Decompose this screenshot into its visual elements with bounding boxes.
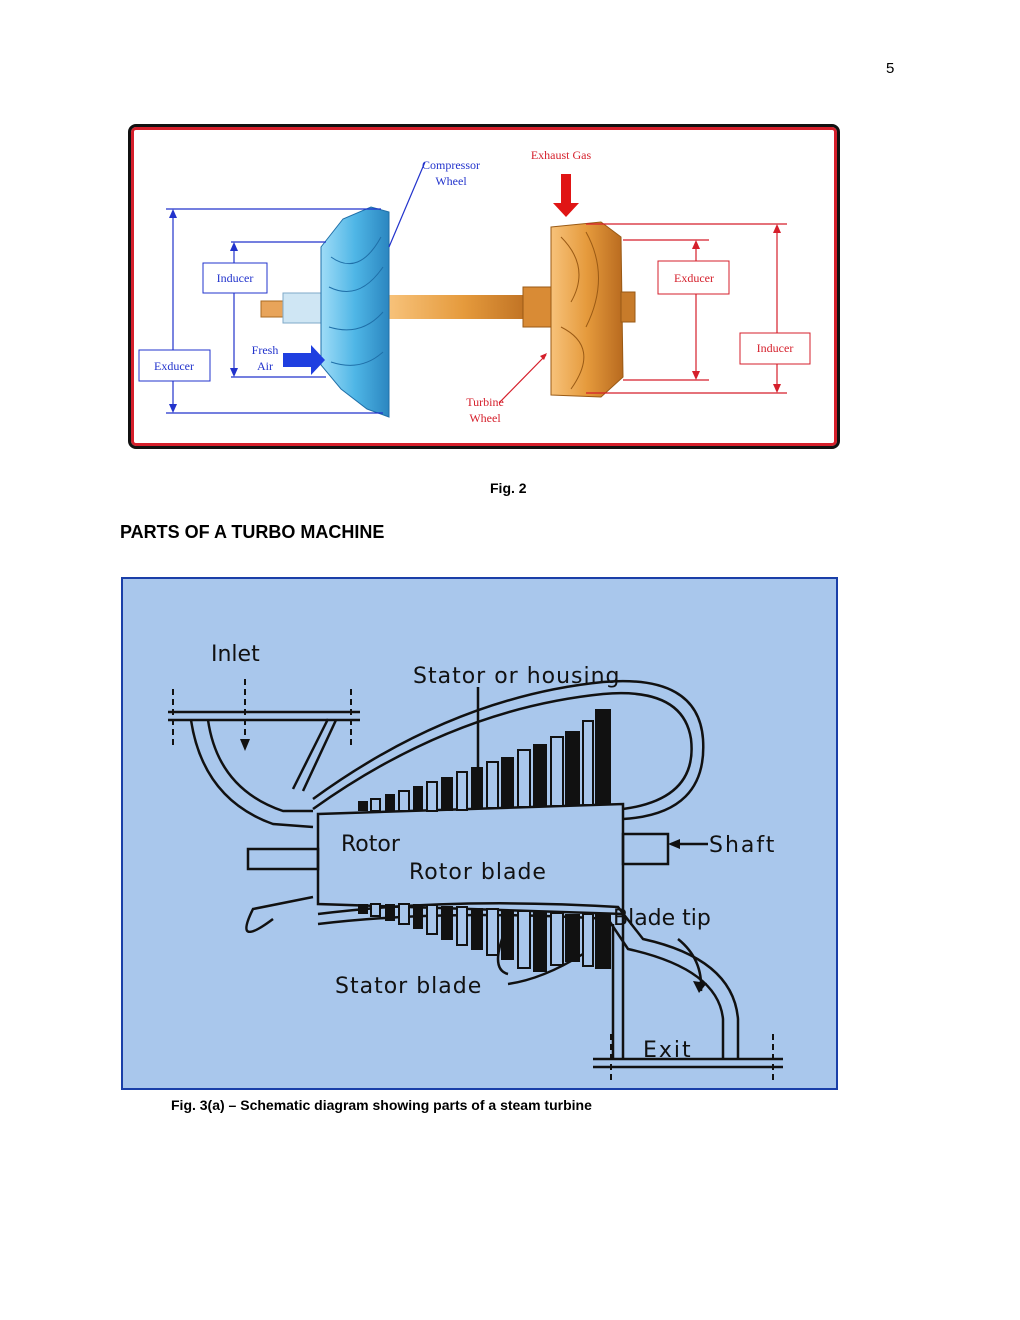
inlet-label: Inlet xyxy=(211,642,260,667)
exducer-right-arrow-bottom xyxy=(692,371,700,380)
stator-housing-label: Stator or housing xyxy=(413,664,621,689)
page-number: 5 xyxy=(886,60,895,77)
shaft-label: Shaft xyxy=(709,833,776,858)
compressor-wheel xyxy=(320,206,390,418)
inducer-right-box xyxy=(739,332,811,365)
exhaust-arrow-icon xyxy=(553,174,579,217)
exducer-right-label: Exducer xyxy=(674,271,714,285)
fig2-turbocharger-figure: Compressor Wheel Exhaust Gas Inducer Exd… xyxy=(128,124,840,449)
inlet-arrow-icon xyxy=(240,739,250,751)
stator-blades-top xyxy=(358,709,611,811)
fresh-air-label-line1: Fresh xyxy=(252,343,279,357)
rotor-blades-top xyxy=(370,720,594,812)
turbine-wheel-label-line1: Turbine xyxy=(466,395,504,409)
exit-label: Exit xyxy=(643,1038,693,1063)
exit-flow-arrow-icon xyxy=(693,981,707,993)
shaft-pointer-arrow xyxy=(668,839,680,849)
compressor-dimension-lines xyxy=(166,161,426,414)
blade-tip-label: Blade tip xyxy=(613,906,711,931)
exhaust-gas-label: Exhaust Gas xyxy=(531,148,592,162)
centre-lines xyxy=(172,679,774,1084)
inducer-right-arrow-top xyxy=(773,224,781,233)
fig3a-caption: Fig. 3(a) – Schematic diagram showing pa… xyxy=(171,1097,592,1113)
steam-turbine-schematic: Inlet Stator or housing Rotor Rotor blad… xyxy=(168,642,783,1084)
fig2-caption: Fig. 2 xyxy=(490,480,527,496)
turbine-wheel-pointer xyxy=(540,353,547,360)
inducer-left-arrow-top xyxy=(230,242,238,251)
section-heading: PARTS OF A TURBO MACHINE xyxy=(120,522,385,542)
inducer-right-label: Inducer xyxy=(757,341,794,355)
exducer-right-arrow-top xyxy=(692,240,700,249)
turbine-wheel xyxy=(522,221,636,398)
rotor-label: Rotor xyxy=(341,832,401,857)
exducer-right-box xyxy=(657,260,730,295)
inducer-left-arrow-bottom xyxy=(230,368,238,377)
stator-blades-bottom xyxy=(358,904,611,972)
exducer-left-arrow-top xyxy=(169,209,177,218)
turbocharger-diagram: Compressor Wheel Exhaust Gas Inducer Exd… xyxy=(138,148,811,425)
rotor-blades-bottom xyxy=(370,903,594,969)
compressor-wheel-label-line1: Compressor xyxy=(422,158,480,172)
stator-blade-label: Stator blade xyxy=(335,974,482,999)
exducer-left-box xyxy=(138,349,211,382)
fresh-air-label-line2: Air xyxy=(257,359,273,373)
inducer-left-label: Inducer xyxy=(217,271,254,285)
inducer-right-arrow-bottom xyxy=(773,384,781,393)
fresh-air-arrow-icon xyxy=(283,345,325,375)
compressor-hub xyxy=(282,292,324,324)
compressor-wheel-label-line2: Wheel xyxy=(435,174,467,188)
inducer-left-box xyxy=(202,262,268,294)
exducer-left-label: Exducer xyxy=(154,359,194,373)
fig3a-steam-turbine-figure: Inlet Stator or housing Rotor Rotor blad… xyxy=(121,577,838,1090)
turbine-wheel-label-line2: Wheel xyxy=(469,411,501,425)
exducer-left-arrow-bottom xyxy=(169,404,177,413)
shaft xyxy=(389,295,539,319)
rotor-blade-label: Rotor blade xyxy=(409,860,547,885)
